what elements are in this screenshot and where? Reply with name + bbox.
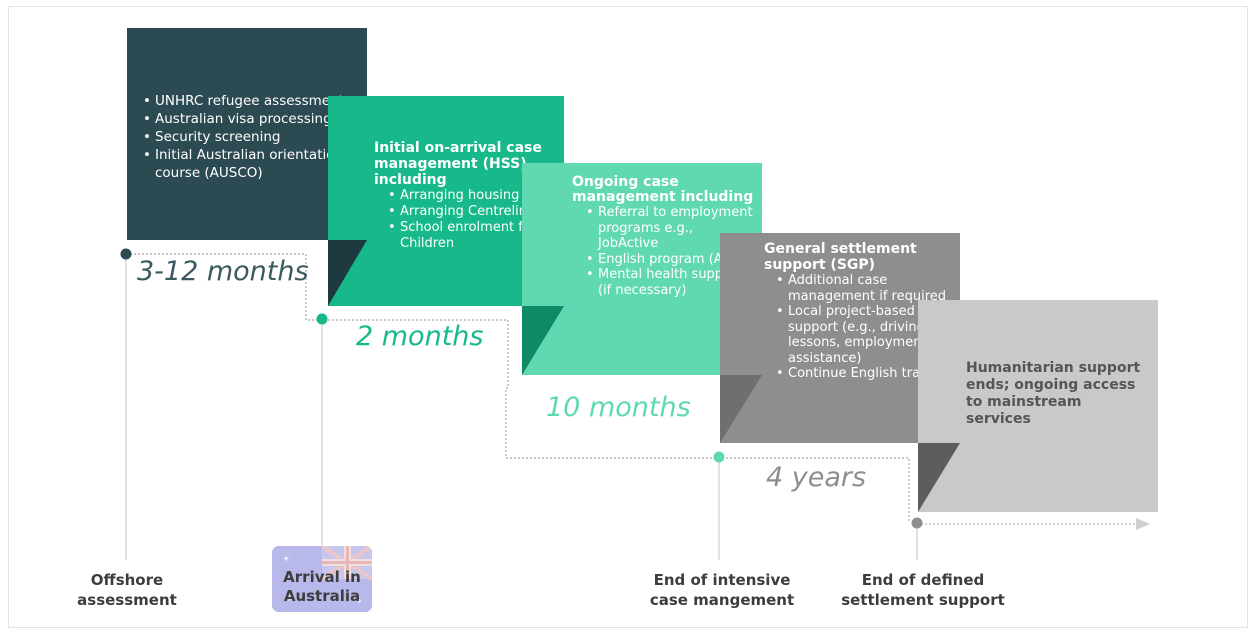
step-3-title: Ongoing case management including xyxy=(572,174,754,205)
step-3-list: Referral to employment programs e.g., Jo… xyxy=(584,205,756,298)
timeline-dot-icon xyxy=(713,451,725,463)
step-2-list: Arranging housing Arranging Centrelink S… xyxy=(386,188,558,252)
svg-text:✦: ✦ xyxy=(356,597,363,606)
step-box-offshore: UNHRC refugee assessment Australian visa… xyxy=(127,28,367,240)
milestone-arrival-label: Arrival in Australia xyxy=(272,568,372,606)
list-item: Additional case management if required xyxy=(774,273,954,304)
milestone-offshore-assessment: Offshore assessment xyxy=(62,570,192,610)
milestone-offshore-line-1: Offshore xyxy=(90,571,164,589)
timeline-dot-icon xyxy=(316,313,328,325)
step-2-title: Initial on-arrival case management (HSS)… xyxy=(374,140,542,188)
list-item: Mental health support (if necessary) xyxy=(584,267,756,298)
list-item: UNHRC refugee assessment xyxy=(141,92,363,110)
timeline-dot-icon xyxy=(911,517,923,529)
step-4-list: Additional case management if required L… xyxy=(774,273,954,382)
list-item: Initial Australian orientation course (A… xyxy=(141,146,363,182)
milestone-settlement-line-1: End of defined xyxy=(861,571,985,589)
duration-settlement: 4 years xyxy=(766,462,867,493)
duration-initial: 2 months xyxy=(356,321,484,352)
milestone-settlement-line-2: settlement support xyxy=(841,591,1005,609)
milestone-arrival-line-1: Arrival in xyxy=(283,568,361,586)
australian-flag-icon: ✦ ✶ ✦ xyxy=(272,546,372,612)
milestone-intensive-line-2: case mangement xyxy=(649,591,795,609)
step-box-support-ends: Humanitarian support ends; ongoing acces… xyxy=(918,300,1158,512)
duration-offshore: 3-12 months xyxy=(137,256,309,287)
list-item: Arranging housing xyxy=(386,188,558,204)
list-item: Referral to employment programs e.g., Jo… xyxy=(584,205,756,252)
milestone-end-defined-settlement-support: End of defined settlement support xyxy=(840,570,1006,610)
svg-text:✶: ✶ xyxy=(284,591,294,605)
step-connector-path xyxy=(126,253,910,523)
list-item: Continue English training xyxy=(774,366,954,382)
list-item: Local project-based support (e.g., drivi… xyxy=(774,304,954,366)
list-item: Australian visa processing xyxy=(141,110,363,128)
milestone-intensive-line-1: End of intensive xyxy=(653,571,791,589)
list-item: English program (AMEP) xyxy=(584,252,756,268)
milestone-arrival-in-australia: ✦ ✶ ✦ Arrival in Australia xyxy=(272,546,372,612)
svg-text:✦: ✦ xyxy=(282,554,290,565)
step-4-title: General settlement support (SGP) xyxy=(764,241,917,273)
list-item: School enrolment for Children xyxy=(386,220,558,252)
timeline-dot-icon xyxy=(120,248,132,260)
milestone-offshore-line-2: assessment xyxy=(77,591,177,609)
milestone-end-intensive-case-management: End of intensive case mangement xyxy=(644,570,800,610)
step-5-title: Humanitarian support ends; ongoing acces… xyxy=(966,360,1141,427)
list-item: Arranging Centrelink xyxy=(386,204,558,220)
milestone-arrival-line-2: Australia xyxy=(283,587,361,605)
list-item: Security screening xyxy=(141,128,363,146)
duration-ongoing: 10 months xyxy=(546,392,691,423)
arrow-right-icon xyxy=(1136,518,1150,530)
step-1-list: UNHRC refugee assessment Australian visa… xyxy=(141,92,363,182)
